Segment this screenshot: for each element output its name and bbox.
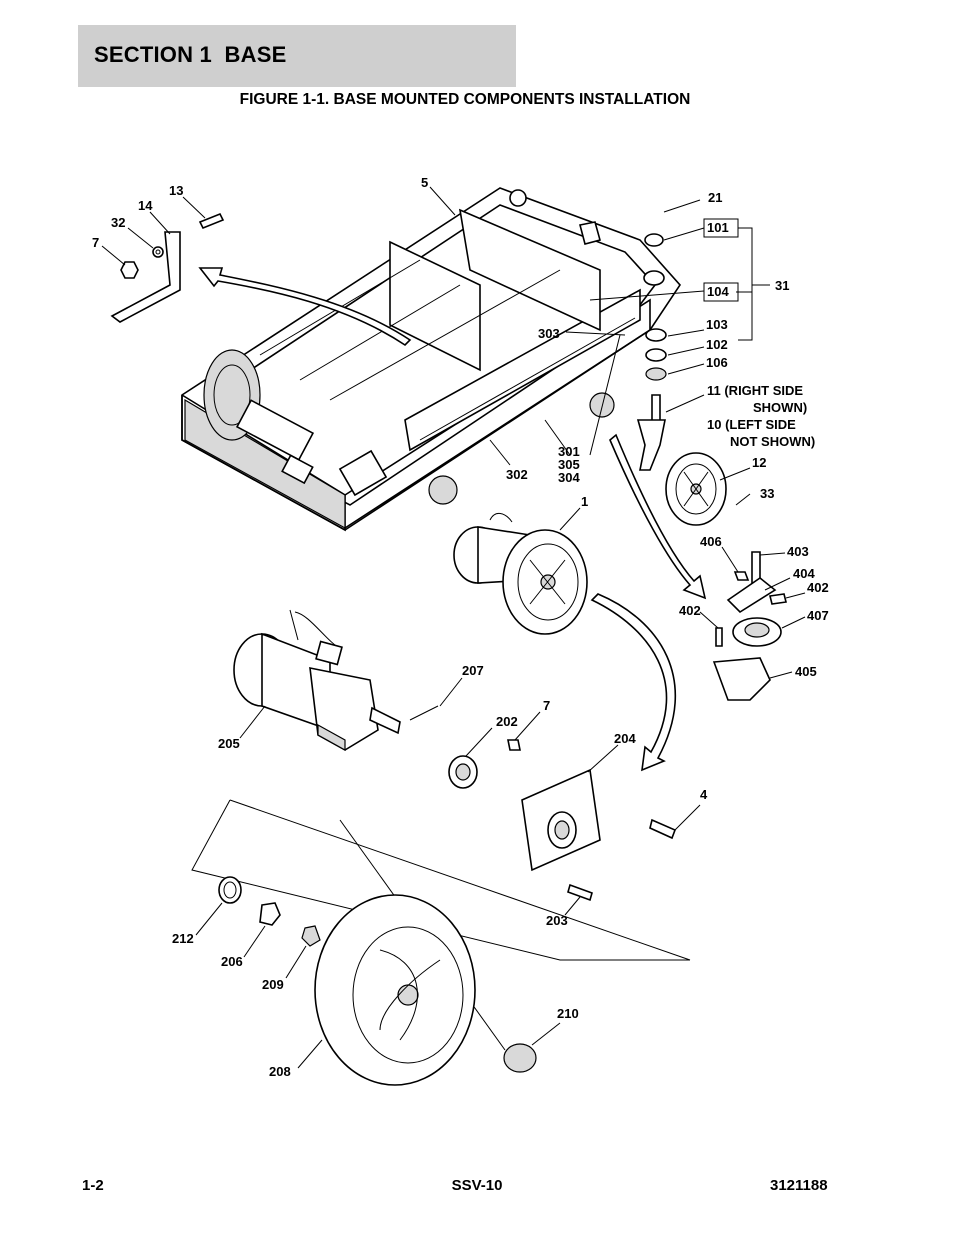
callout-403: 403	[787, 544, 809, 559]
arrow-drive-wheel	[590, 593, 676, 772]
callout-209: 209	[262, 977, 284, 992]
callout-104: 104	[707, 284, 729, 299]
callout-205: 205	[218, 736, 240, 751]
callout-207: 207	[462, 663, 484, 678]
callout-10-line1: 10 (LEFT SIDE	[707, 417, 796, 432]
callout-10-line2: NOT SHOWN)	[730, 434, 815, 449]
callout-406: 406	[700, 534, 722, 549]
callout-202: 202	[496, 714, 518, 729]
callout-106: 106	[706, 355, 728, 370]
leader-lines	[101, 186, 806, 1069]
footer-model: SSV-10	[451, 1177, 503, 1194]
mounting-bracket	[110, 212, 225, 323]
callout-32: 32	[111, 215, 125, 230]
callout-12: 12	[752, 455, 766, 470]
footer-doc-number: 3121188	[770, 1177, 828, 1194]
caster-assembly	[636, 233, 727, 526]
callout-103: 103	[706, 317, 728, 332]
callout-204: 204	[614, 731, 636, 746]
callout-33: 33	[760, 486, 774, 501]
small-caster-assembly	[712, 551, 787, 701]
arrow-bracket	[198, 267, 412, 347]
callout-302: 302	[506, 467, 528, 482]
callout-303: 303	[538, 326, 560, 341]
callout-402-right: 402	[807, 580, 829, 595]
callout-208: 208	[269, 1064, 291, 1079]
callout-210: 210	[557, 1006, 579, 1021]
callout-407: 407	[807, 608, 829, 623]
callout-14: 14	[138, 198, 153, 213]
callout-404: 404	[793, 566, 815, 581]
callout-301: 301	[558, 444, 580, 459]
callout-206: 206	[221, 954, 243, 969]
callout-7-lower: 7	[543, 698, 550, 713]
callout-101: 101	[707, 220, 729, 235]
callout-31: 31	[775, 278, 789, 293]
callout-21: 21	[708, 190, 722, 205]
callout-4: 4	[700, 787, 708, 802]
callout-1: 1	[581, 494, 588, 509]
drive-motor	[233, 609, 439, 752]
callout-405: 405	[795, 664, 817, 679]
callout-102: 102	[706, 337, 728, 352]
section-title: SECTION 1 BASE	[94, 42, 287, 67]
callout-402-left: 402	[679, 603, 701, 618]
base-frame	[181, 187, 682, 532]
section-header-bar: SECTION 1 BASE	[78, 25, 516, 87]
arrow-caster	[609, 433, 707, 600]
callout-13: 13	[169, 183, 183, 198]
callout-304: 304	[558, 470, 580, 485]
axle-parts	[191, 739, 691, 1086]
callout-212: 212	[172, 931, 194, 946]
callout-11-line2: SHOWN)	[753, 400, 807, 415]
callout-11-line1: 11 (RIGHT SIDE	[707, 383, 803, 398]
callout-5: 5	[421, 175, 428, 190]
drive-wheel-assembly	[453, 513, 588, 635]
figure-title: FIGURE 1-1. BASE MOUNTED COMPONENTS INST…	[239, 91, 691, 108]
callout-7: 7	[92, 235, 99, 250]
footer-page-number: 1-2	[82, 1177, 104, 1194]
callout-305: 305	[558, 457, 580, 472]
callout-labels: 13 14 32 7 5 21 101 104 31 103 102 106 3…	[92, 175, 829, 1079]
callout-203: 203	[546, 913, 568, 928]
